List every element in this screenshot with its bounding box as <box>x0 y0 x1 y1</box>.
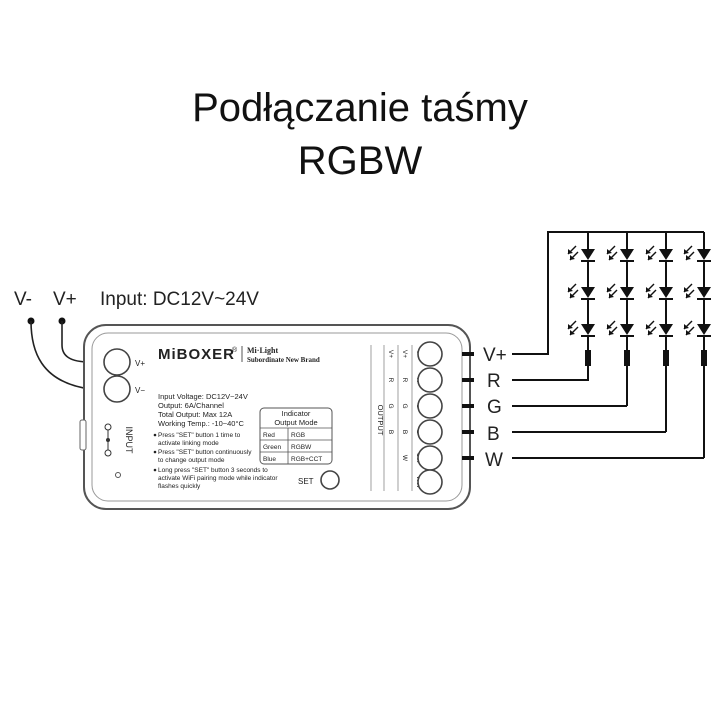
svg-text:Press "SET" button continuousl: Press "SET" button continuously <box>158 449 252 456</box>
output-column-label: B <box>401 430 408 434</box>
resistor-icon <box>701 350 707 366</box>
output-column-label: R <box>401 378 408 383</box>
output-ports <box>417 341 443 495</box>
title-line-2: RGBW <box>297 139 423 183</box>
title-line-1: Podłączanie taśmy <box>192 86 528 130</box>
output-vertical-label: OUTPUT <box>376 405 385 436</box>
svg-text:activate linking mode: activate linking mode <box>158 440 219 447</box>
svg-text:Blue: Blue <box>263 456 276 463</box>
svg-text:Red: Red <box>263 432 275 439</box>
spec-line: Total Output: Max 12A <box>158 410 232 419</box>
set-label: SET <box>298 477 314 486</box>
v-minus-label: V- <box>14 289 32 310</box>
svg-text:to change output mode: to change output mode <box>158 457 225 464</box>
svg-text:Press "SET" button 1 time to: Press "SET" button 1 time to <box>158 432 241 439</box>
output-pins <box>462 352 474 460</box>
output-label-b: B <box>487 424 500 445</box>
output-label-w: W <box>485 450 503 471</box>
svg-text:Output Mode: Output Mode <box>274 418 317 427</box>
strip-wires <box>512 231 705 459</box>
output-column-label: B <box>387 430 394 434</box>
brand-reg: ® <box>232 346 238 354</box>
input-port-vplus <box>103 348 131 376</box>
input-voltage-label: Input: DC12V~24V <box>100 289 259 310</box>
output-label-g: G <box>487 397 502 418</box>
svg-text:RGBW: RGBW <box>291 444 312 451</box>
spec-line: Working Temp.: -10~40°C <box>158 419 244 428</box>
resistor-icon <box>624 350 630 366</box>
output-column-label: V+ <box>387 350 394 358</box>
controller: V+ V− INPUT MiBOXER ® Mi·Light Subordina… <box>79 324 474 510</box>
subbrand-line-2: Subordinate New Brand <box>247 356 320 364</box>
polarity-icon <box>104 423 112 457</box>
svg-text:Long press "SET" button 3 seco: Long press "SET" button 3 seconds to <box>158 467 268 474</box>
output-column-label: R <box>387 378 394 383</box>
subbrand-line-1: Mi·Light <box>247 346 278 355</box>
spec-line: Input Voltage: DC12V~24V <box>158 392 248 401</box>
svg-text:flashes quickly: flashes quickly <box>158 483 201 490</box>
output-labels: V+ R G B W <box>483 345 507 471</box>
svg-text:RGB+CCT: RGB+CCT <box>291 456 322 463</box>
input-vertical-label: INPUT <box>124 427 134 455</box>
output-column-label: G <box>401 403 408 408</box>
output-label-r: R <box>487 371 501 392</box>
port-vminus-label: V− <box>135 386 145 395</box>
resistor-icon <box>663 350 669 366</box>
output-column-label: W <box>401 455 408 462</box>
indicator-table: Indicator Output Mode Red RGB Green RGBW… <box>259 407 333 465</box>
output-panel: OUTPUT <box>370 345 413 491</box>
led-strip <box>567 245 712 366</box>
svg-text:RGB: RGB <box>291 432 305 439</box>
svg-text:activate WiFi pairing mode whi: activate WiFi pairing mode while indicat… <box>158 475 278 482</box>
input-port-vminus <box>103 375 131 403</box>
spec-line: Output: 6A/Channel <box>158 401 224 410</box>
output-column-label: V+ <box>401 350 408 358</box>
specs: Input Voltage: DC12V~24V Output: 6A/Chan… <box>158 392 248 428</box>
output-column-label: G <box>387 403 394 408</box>
resistor-icon <box>585 350 591 366</box>
set-button[interactable] <box>320 470 340 490</box>
output-label-vplus: V+ <box>483 345 507 366</box>
v-plus-label: V+ <box>53 289 77 310</box>
brand-logo: MiBOXER <box>158 346 235 363</box>
svg-text:Green: Green <box>263 444 281 451</box>
svg-text:Indicator: Indicator <box>282 409 311 418</box>
notes: Press "SET" button 1 time to activate li… <box>153 432 278 490</box>
port-vplus-label: V+ <box>135 359 145 368</box>
reset-hole <box>115 472 121 478</box>
